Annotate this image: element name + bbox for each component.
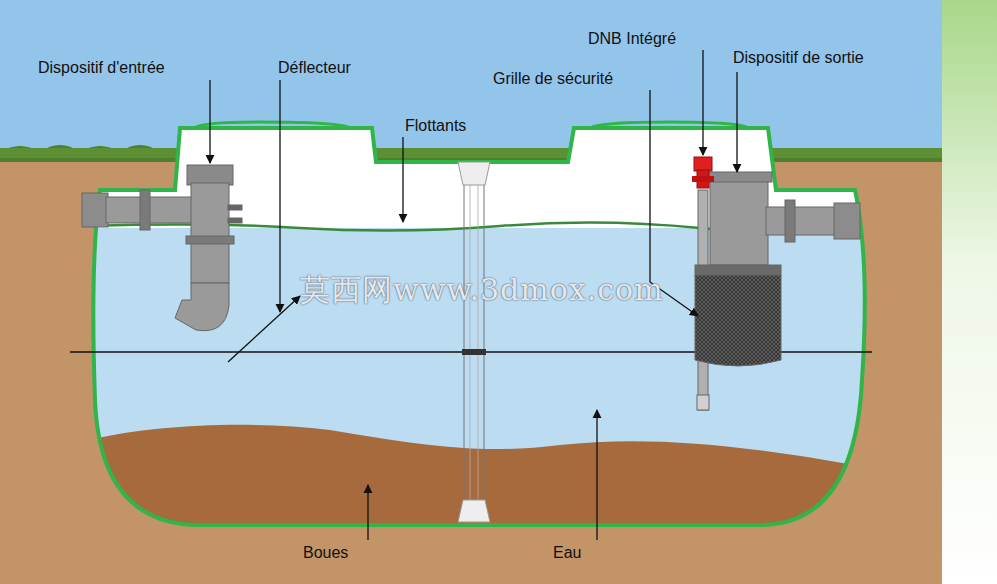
- access-column: [458, 162, 490, 522]
- sky: [0, 0, 942, 152]
- tank-shell: [93, 128, 864, 525]
- part-label: Dispositif de sortie: [733, 49, 864, 67]
- part-label: DNB Intégré: [588, 30, 676, 48]
- leader-lines: [210, 50, 737, 540]
- part-label: Déflecteur: [278, 59, 351, 77]
- part-label: Eau: [553, 544, 581, 562]
- watermark: 莫西网www.3dmox.com: [300, 270, 664, 311]
- part-label: Dispositif d'entrée: [38, 59, 165, 77]
- part-label: Boues: [303, 544, 348, 562]
- outlet-device: [695, 172, 860, 410]
- inlet-device: [82, 165, 242, 331]
- grass: [0, 145, 942, 162]
- sludge: [80, 425, 880, 540]
- part-label: Grille de sécurité: [493, 70, 613, 88]
- water: [80, 120, 880, 540]
- grass: [0, 148, 942, 158]
- tank-lid: [195, 122, 748, 128]
- ground: [0, 0, 942, 584]
- side-strip: [942, 0, 997, 584]
- dnb-device: [692, 157, 714, 188]
- part-label: Flottants: [405, 117, 466, 135]
